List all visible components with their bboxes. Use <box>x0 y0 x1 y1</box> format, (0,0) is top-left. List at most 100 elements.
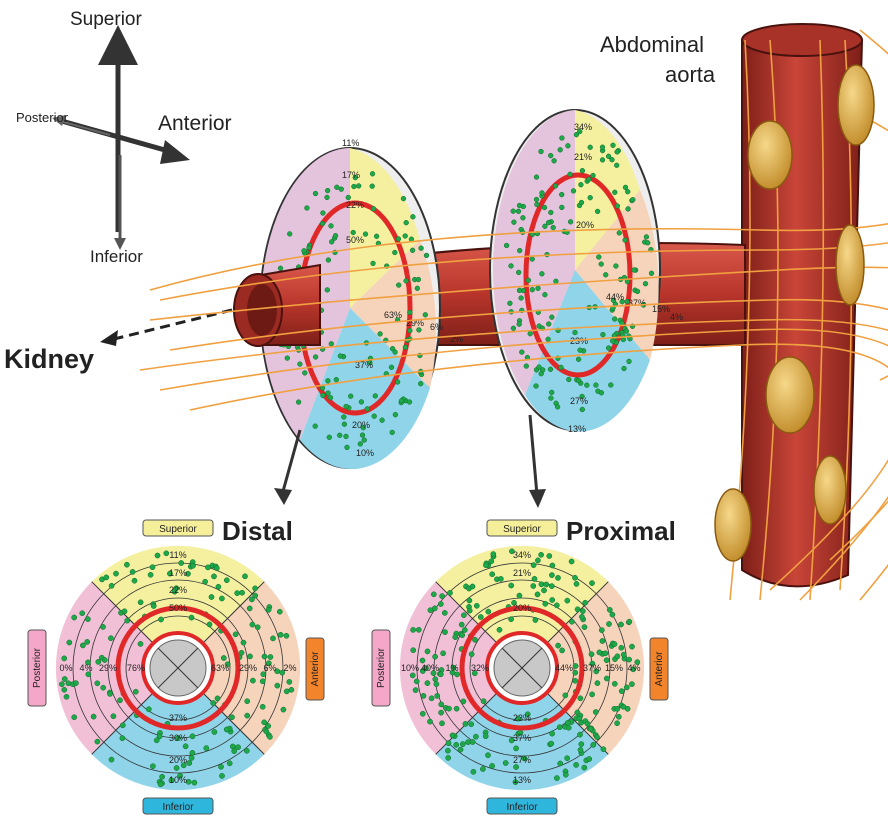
pct-posterior: 40% <box>421 663 439 673</box>
nerve-dot <box>94 738 101 745</box>
nerve-dot <box>410 647 417 654</box>
nerve-dot <box>599 144 606 150</box>
nerve-dot <box>427 718 433 725</box>
panel-title: Proximal <box>566 516 676 546</box>
nerve-dot <box>578 199 585 206</box>
nerve-dot <box>485 608 492 615</box>
nerve-dot <box>326 434 332 440</box>
nerve-dot <box>149 564 156 571</box>
nerve-dot <box>602 650 609 657</box>
nerve-dot <box>631 267 637 273</box>
nerve-dot <box>180 762 187 769</box>
nerve-dot <box>593 382 599 388</box>
nerve-dot <box>101 657 108 663</box>
nerve-dot <box>472 636 478 643</box>
nerve-dot <box>265 606 272 613</box>
nerve-dot <box>538 581 545 588</box>
nerve-dot <box>558 364 564 371</box>
nerve-dot <box>582 599 589 606</box>
nerve-dot <box>430 591 437 598</box>
nerve-dot <box>564 597 571 604</box>
nerve-dot <box>629 643 635 650</box>
nerve-dot <box>392 412 399 418</box>
nerve-dot <box>328 223 334 229</box>
nerve-dot <box>496 626 503 633</box>
nerve-dot <box>502 760 509 766</box>
nerve-dot <box>516 592 523 599</box>
nerve-dot <box>577 695 584 702</box>
nerve-dot <box>626 618 633 625</box>
distal-disc-sup-4: 50% <box>346 235 364 245</box>
nerve-dot <box>480 698 487 705</box>
nerve-dot <box>533 174 540 180</box>
nerve-dot <box>603 675 610 682</box>
nerve-dot <box>577 747 584 753</box>
nerve-dot <box>574 606 581 613</box>
proximal-disc-nerve-dots <box>503 128 655 413</box>
nerve-dot <box>419 657 426 664</box>
nerve-dot <box>568 558 575 565</box>
nerve-dot <box>117 697 123 704</box>
nerve-dot <box>605 345 612 351</box>
nerve-dot <box>348 393 354 399</box>
nerve-dot <box>131 577 138 584</box>
nerve-dot <box>205 564 211 571</box>
nerve-dot <box>259 678 266 685</box>
nerve-dot <box>327 395 334 401</box>
nerve-dot <box>407 327 413 334</box>
nerve-dot <box>489 571 496 578</box>
inferior-label: Inferior <box>90 247 143 266</box>
nerve-dot <box>625 206 631 212</box>
nerve-dot <box>616 230 622 236</box>
nerve-dot <box>542 223 548 229</box>
ablation-ring <box>459 605 585 731</box>
pct-inferior: 10% <box>169 775 187 785</box>
proximal-disc-ant-1: 44% <box>606 292 624 302</box>
nerve-dot <box>107 691 113 697</box>
nerve-dot <box>211 729 218 735</box>
nerve-dot <box>277 631 284 638</box>
nerve-dot <box>343 403 349 410</box>
pct-posterior: 1% <box>445 663 458 673</box>
nerve-dot <box>648 270 655 276</box>
nerve-dot <box>599 638 606 644</box>
tag-superior-label: Superior <box>159 524 197 535</box>
nerve-dot <box>549 314 555 320</box>
nerve-dot <box>549 572 555 578</box>
nerve-dot <box>424 680 431 686</box>
nerve-dot <box>550 224 556 231</box>
nerve-dot <box>283 688 290 695</box>
nerve-dot <box>473 733 479 740</box>
nerve-dot <box>415 276 422 283</box>
nerve-dot <box>625 189 631 195</box>
nerve-dot <box>108 635 114 642</box>
ganglion <box>747 120 793 190</box>
nerve-dot <box>121 608 128 615</box>
nerve-dot <box>516 321 522 327</box>
nerve-dot <box>59 681 65 688</box>
nerve-fiber <box>189 343 888 591</box>
nerve-dot <box>610 297 617 303</box>
nerve-dot <box>611 641 618 647</box>
proximal-disc-sup-3: 20% <box>576 220 594 230</box>
nerve-dot <box>372 393 378 399</box>
nerve-dot <box>100 624 106 630</box>
nerve-dot <box>587 195 593 201</box>
nerve-dot <box>592 709 599 715</box>
nerve-dot <box>539 190 545 196</box>
nerve-dot <box>163 550 170 557</box>
pct-posterior: 4% <box>79 663 92 673</box>
nerve-dot <box>565 143 571 149</box>
nerve-dot <box>562 692 569 699</box>
nerve-dot <box>538 371 544 377</box>
nerve-dot <box>418 381 424 387</box>
nerve-dot <box>587 726 594 732</box>
nerve-dot <box>239 589 245 596</box>
nerve-dot <box>350 229 356 236</box>
nerve-dot <box>554 404 561 410</box>
pct-anterior: 44% <box>555 663 573 673</box>
tag-posterior-label: Posterior <box>32 647 43 688</box>
proximal-disc-anterior <box>575 190 659 360</box>
nerve-dot <box>643 234 650 240</box>
nerve-dot <box>603 657 610 664</box>
